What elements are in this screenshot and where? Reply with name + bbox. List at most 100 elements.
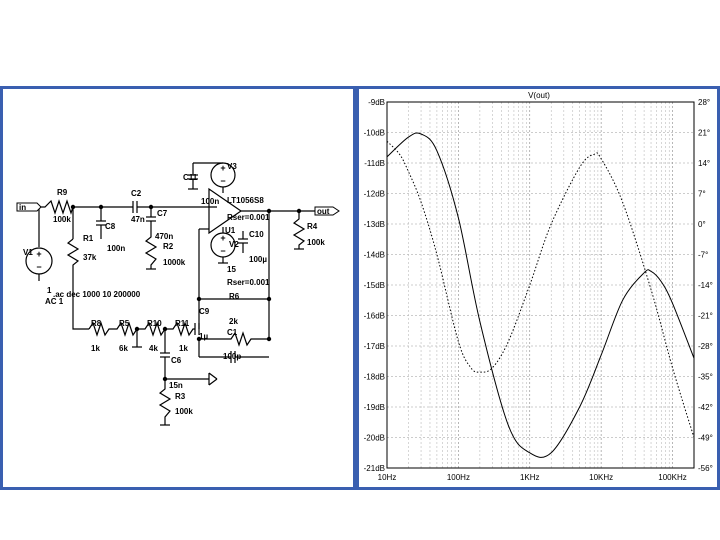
magnitude-curve <box>386 132 695 458</box>
right-tick-label: 0° <box>698 220 706 229</box>
c8-name: C8 <box>105 222 116 231</box>
right-axis: 28° 21° 14° 7° 0° -7° -14° -21° -28° -35° -42° -49°… <box>698 98 713 473</box>
r3-value: 100k <box>175 407 193 416</box>
c6-name: C6 <box>171 356 182 365</box>
r5-name: R5 <box>119 319 130 328</box>
left-axis: -9dB-10dB-11dB-12dB-13dB-14dB-15dB-16dB-… <box>364 98 385 473</box>
svg-text:+: + <box>36 249 41 259</box>
c1-value: 100p <box>223 352 241 361</box>
x-tick-label: 100Hz <box>447 473 470 482</box>
spice-directive[interactable]: .ac dec 1000 10 200000 <box>53 290 141 299</box>
left-tick-label: -19dB <box>364 403 385 412</box>
schematic-canvas[interactable]: + − + − + − in out R9 100k C2 47n C8 100… <box>3 89 353 487</box>
r4-name: R4 <box>307 222 318 231</box>
right-tick-label: 7° <box>698 190 706 199</box>
right-tick-label: -14° <box>698 281 713 290</box>
plot-curves <box>386 132 695 458</box>
v1-value: AC 1 <box>45 297 64 306</box>
right-tick-label: -42° <box>698 403 713 412</box>
left-tick-label: -15dB <box>364 281 385 290</box>
r11-name: R11 <box>175 319 190 328</box>
plot-grid <box>386 101 695 469</box>
v2-name: V2 <box>229 240 239 249</box>
left-tick-label: -14dB <box>364 251 385 260</box>
r10-value: 4k <box>149 344 158 353</box>
output-port-label: out <box>317 207 330 216</box>
left-tick-label: -12dB <box>364 190 385 199</box>
left-tick-label: -17dB <box>364 342 385 351</box>
v1-pin: 1 <box>47 286 52 295</box>
right-tick-label: -28° <box>698 342 713 351</box>
c2-name: C2 <box>131 189 142 198</box>
right-tick-label: -21° <box>698 312 713 321</box>
right-tick-label: -49° <box>698 434 713 443</box>
c2-value: 47n <box>131 215 145 224</box>
r9-value: 100k <box>53 215 71 224</box>
component-labels: R9 100k C2 47n C8 100n C7 470n R1 37k R2… <box>23 162 325 416</box>
right-tick-label: 14° <box>698 159 710 168</box>
schematic-window[interactable]: + − + − + − in out R9 100k C2 47n C8 100… <box>0 86 356 490</box>
r1-name: R1 <box>83 234 94 243</box>
rser-top: Rser=0.001 <box>227 213 270 222</box>
c1-name: C1 <box>227 328 238 337</box>
left-tick-label: -9dB <box>368 98 385 107</box>
c10-rser: Rser=0.001 <box>227 278 270 287</box>
r5-value: 6k <box>119 344 128 353</box>
r1-value: 37k <box>83 253 97 262</box>
v1-name: V1 <box>23 248 33 257</box>
svg-text:−: − <box>36 262 41 272</box>
c8-value: 100n <box>107 244 125 253</box>
r9-name: R9 <box>57 188 68 197</box>
right-tick-label: -7° <box>698 251 708 260</box>
c11-name: C11 <box>183 173 198 182</box>
c9-value: 1µ <box>199 332 208 341</box>
input-port-label: in <box>19 203 26 212</box>
right-tick-label: -35° <box>698 373 713 382</box>
c9-name: C9 <box>199 307 210 316</box>
left-tick-label: -16dB <box>364 312 385 321</box>
r10-name: R10 <box>147 319 162 328</box>
right-tick-label: 28° <box>698 98 710 107</box>
r8-value: 1k <box>91 344 100 353</box>
u1-part: LT1056S8 <box>227 196 264 205</box>
c10-name: C10 <box>249 230 264 239</box>
x-axis: 10Hz 100Hz 1KHz 10KHz 100KHz <box>378 473 687 482</box>
c10-value: 100µ <box>249 255 267 264</box>
x-tick-label: 10Hz <box>378 473 397 482</box>
r6-value: 2k <box>229 317 238 326</box>
svg-text:+: + <box>220 163 225 173</box>
svg-text:+: + <box>220 233 225 243</box>
waveform-window[interactable]: V(out) -9dB-10dB-11dB-12dB-13dB-14dB-15d… <box>356 86 720 490</box>
u1-name: U1 <box>225 226 236 235</box>
left-tick-label: -20dB <box>364 434 385 443</box>
r3-name: R3 <box>175 392 186 401</box>
c11-value: 100n <box>201 197 219 206</box>
x-tick-label: 1KHz <box>520 473 540 482</box>
r2-value: 1000k <box>163 258 186 267</box>
x-tick-label: 10KHz <box>589 473 613 482</box>
svg-text:−: − <box>220 176 225 186</box>
svg-text:−: − <box>220 246 225 256</box>
right-tick-label: 21° <box>698 129 710 138</box>
v2-value: 15 <box>227 265 236 274</box>
c6-value: 15n <box>169 381 183 390</box>
r6-name: R6 <box>229 292 240 301</box>
output-port[interactable]: out <box>314 206 340 216</box>
plot-frame <box>386 101 695 469</box>
r11-value: 1k <box>179 344 188 353</box>
x-tick-label: 100KHz <box>658 473 686 482</box>
left-tick-label: -11dB <box>364 159 385 168</box>
r4-value: 100k <box>307 238 325 247</box>
bode-plot[interactable]: V(out) -9dB-10dB-11dB-12dB-13dB-14dB-15d… <box>359 89 717 487</box>
v3-name: V3 <box>227 162 237 171</box>
right-tick-label: -56° <box>698 464 713 473</box>
c7-value: 470n <box>155 232 173 241</box>
input-port[interactable]: in <box>16 202 42 212</box>
r2-name: R2 <box>163 242 174 251</box>
plot-title: V(out) <box>528 91 550 100</box>
left-tick-label: -10dB <box>364 129 385 138</box>
left-tick-label: -21dB <box>364 464 385 473</box>
c7-name: C7 <box>157 209 168 218</box>
left-tick-label: -18dB <box>364 373 385 382</box>
r8-name: R8 <box>91 319 102 328</box>
